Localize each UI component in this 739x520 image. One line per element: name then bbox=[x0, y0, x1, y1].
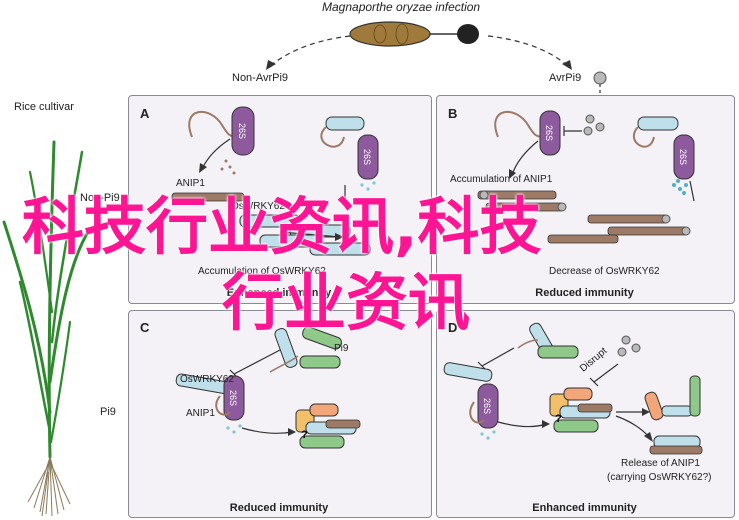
panel-d-letter: D bbox=[448, 320, 458, 335]
panel-b-accumulation-label: Accumulation of ANIP1 bbox=[450, 174, 553, 185]
panel-a-accumulation-label: Accumulation of OsWRKY62 bbox=[198, 266, 326, 277]
watermark-line-2: 行业资讯 bbox=[222, 266, 471, 339]
rice-plant-icon bbox=[2, 140, 90, 517]
row-label-non-pi9: Non-Pi9 bbox=[80, 192, 120, 204]
panel-b-letter: B bbox=[448, 106, 458, 121]
panel-a-letter: A bbox=[140, 106, 150, 121]
panel-a-26s-label-2: 26S bbox=[362, 149, 372, 165]
infection-arrows bbox=[266, 35, 572, 70]
panel-b-26s-label-1: 26S bbox=[544, 125, 554, 141]
branch-label-right: AvrPi9 bbox=[549, 72, 582, 84]
panel-b-decrease-label: Decrease of OsWRKY62 bbox=[549, 266, 660, 277]
row-label-pi9: Pi9 bbox=[100, 406, 116, 418]
branch-label-left: Non-AvrPi9 bbox=[232, 72, 289, 84]
panel-b-drawing: 26S 26S bbox=[477, 110, 695, 244]
panel-a-drawing: 26S 26S bbox=[171, 106, 379, 256]
panel-d-drawing: 26S ? bbox=[443, 322, 703, 455]
panel-b-26s-label-2: 26S bbox=[678, 149, 688, 165]
panel-d-26s-label: 26S bbox=[482, 398, 492, 414]
infection-title: Magnaporthe oryzae infection bbox=[322, 0, 481, 14]
panel-c-drawing: 26S ? bbox=[175, 326, 361, 449]
panel-d-question: ? bbox=[555, 413, 562, 425]
panel-c-pi9-label: Pi9 bbox=[334, 343, 349, 354]
panel-c-letter: C bbox=[140, 320, 150, 335]
panel-d-release-line1: Release of ANIP1 bbox=[621, 458, 700, 469]
panel-b-caption: Reduced immunity bbox=[535, 287, 634, 299]
panel-d-caption: Enhanced immunity bbox=[532, 502, 637, 514]
panel-a-oswrky-label: OsWRKY62 bbox=[231, 201, 285, 212]
watermark-line-1: 科技行业资讯,科技 bbox=[22, 190, 542, 263]
panel-c-caption: Reduced immunity bbox=[229, 502, 329, 514]
panel-c-anip1-label: ANIP1 bbox=[186, 408, 215, 419]
panel-a-26s-label-1: 26S bbox=[237, 123, 247, 139]
panel-a-anip1-label: ANIP1 bbox=[176, 178, 205, 189]
rice-cultivar-label: Rice cultivar bbox=[14, 101, 74, 113]
panel-a-caption: Enhanced immunity bbox=[226, 287, 332, 299]
panel-d-release-line2: (carrying OsWRKY62?) bbox=[607, 472, 712, 483]
panel-c-question: ? bbox=[301, 429, 308, 441]
panel-c-26s-label: 26S bbox=[228, 390, 238, 406]
panel-c-oswrky-label: OsWRKY62 bbox=[180, 374, 234, 385]
fungus-icon bbox=[349, 21, 479, 47]
